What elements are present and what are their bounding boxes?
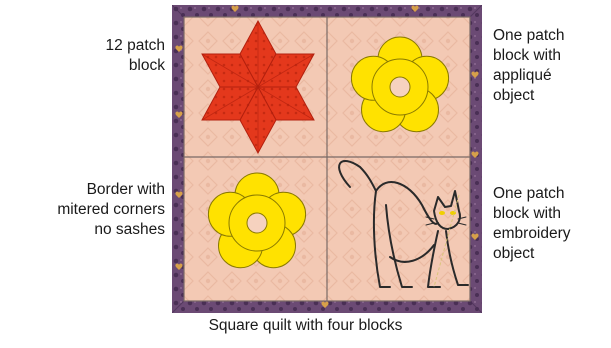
flower-center xyxy=(390,77,410,97)
figure-caption: Square quilt with four blocks xyxy=(0,317,611,335)
label-embroidery-block: One patch block with embroidery object xyxy=(493,184,571,264)
quilt-diagram xyxy=(172,5,482,313)
label-applique-block: One patch block with appliqué object xyxy=(493,26,565,106)
label-border-mitered: Border with mitered corners no sashes xyxy=(57,180,165,240)
label-12-patch-block: 12 patch block xyxy=(106,36,165,76)
flower-center xyxy=(247,213,267,233)
